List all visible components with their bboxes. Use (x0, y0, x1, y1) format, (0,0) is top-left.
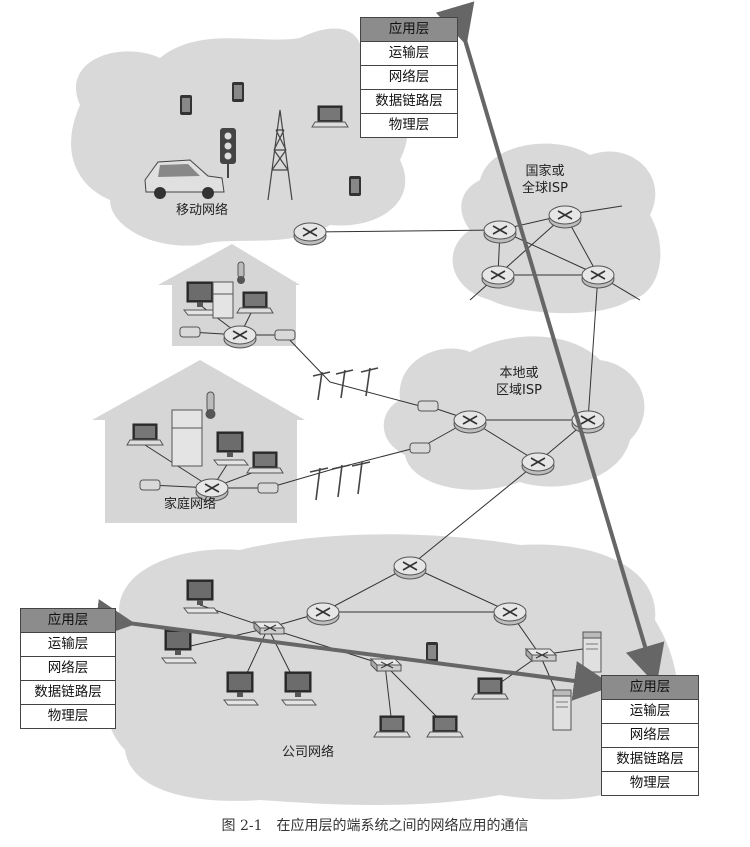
national-isp-router-4 (581, 265, 615, 289)
enterprise-desktop-2 (161, 629, 197, 664)
regional-isp-label: 本地或 区域ISP (496, 366, 542, 398)
enterprise-router-2 (306, 602, 340, 626)
enterprise-network-label: 公司网络 (281, 745, 334, 760)
regional-isp-cloud (383, 336, 645, 490)
figure-caption: 图 2-1 在应用层的端系统之间的网络应用的通信 (221, 818, 529, 834)
enterprise-router-3 (493, 602, 527, 626)
upper-home-router (223, 325, 257, 349)
mobile-phone-3 (349, 176, 361, 196)
mobile-network-label: 移动网络 (175, 203, 228, 218)
national-isp-label: 国家或 全球ISP (522, 164, 568, 196)
protocol-stack-top: 应用层 运输层 网络层 数据链路层 物理层 (360, 17, 458, 138)
stack-layer-network: 网络层 (21, 657, 115, 681)
logical-path-arrow-diagonal (435, 1, 665, 686)
mobile-phone-1 (180, 95, 192, 115)
enterprise-desktop-4 (281, 671, 317, 706)
regional-isp-router-3 (521, 452, 555, 476)
upper-home-fridge (212, 281, 234, 319)
car (144, 159, 225, 199)
protocol-stack-right: 应用层 运输层 网络层 数据链路层 物理层 (601, 675, 699, 796)
enterprise-tablet (426, 642, 438, 662)
enterprise-desktop-3 (223, 671, 259, 706)
stack-layer-application: 应用层 (602, 676, 698, 700)
enterprise-switch-2 (525, 648, 557, 662)
enterprise-desktop-1 (183, 579, 219, 614)
stack-layer-network: 网络层 (602, 724, 698, 748)
lower-home-hub (139, 479, 161, 491)
stack-layer-application: 应用层 (21, 609, 115, 633)
lower-home-fridge (171, 409, 203, 467)
stack-layer-transport: 运输层 (21, 633, 115, 657)
enterprise-server-1 (582, 631, 602, 673)
national-isp-router-3 (481, 265, 515, 289)
mobile-gateway-router (293, 222, 327, 246)
enterprise-server-2 (552, 689, 572, 731)
stack-layer-network: 网络层 (361, 66, 457, 90)
upper-home-hub (179, 326, 201, 338)
home-network-label: 家庭网络 (163, 497, 216, 512)
lower-home-desktop (213, 431, 249, 466)
traffic-light (220, 128, 236, 178)
upper-home-modem (274, 329, 296, 341)
logical-path-arrow-horizontal (93, 599, 614, 701)
stack-layer-physical: 物理层 (388, 117, 430, 133)
cell-tower (267, 109, 293, 201)
mobile-phone-2 (232, 82, 244, 102)
stack-layer-physical: 物理层 (629, 775, 671, 791)
lower-home-modem (257, 482, 279, 494)
regional-modem-1 (417, 400, 439, 412)
lower-home-thermometer (205, 391, 216, 419)
regional-isp-router-1 (453, 410, 487, 434)
stack-layer-link: 数据链路层 (361, 90, 457, 114)
national-isp-router-1 (483, 220, 517, 244)
stack-layer-transport: 运输层 (361, 42, 457, 66)
stack-layer-link: 数据链路层 (21, 681, 115, 705)
stack-layer-physical: 物理层 (47, 708, 89, 724)
enterprise-switch-1 (253, 621, 285, 635)
enterprise-switch-3 (370, 658, 402, 672)
protocol-stack-left: 应用层 运输层 网络层 数据链路层 物理层 (20, 608, 116, 729)
regional-modem-2 (409, 442, 431, 454)
upper-home-thermometer (237, 261, 245, 284)
enterprise-router-1 (393, 556, 427, 580)
utility-poles (309, 367, 379, 501)
national-isp-router-2 (548, 205, 582, 229)
stack-layer-link: 数据链路层 (602, 748, 698, 772)
stack-layer-transport: 运输层 (602, 700, 698, 724)
stack-layer-application: 应用层 (361, 18, 457, 42)
